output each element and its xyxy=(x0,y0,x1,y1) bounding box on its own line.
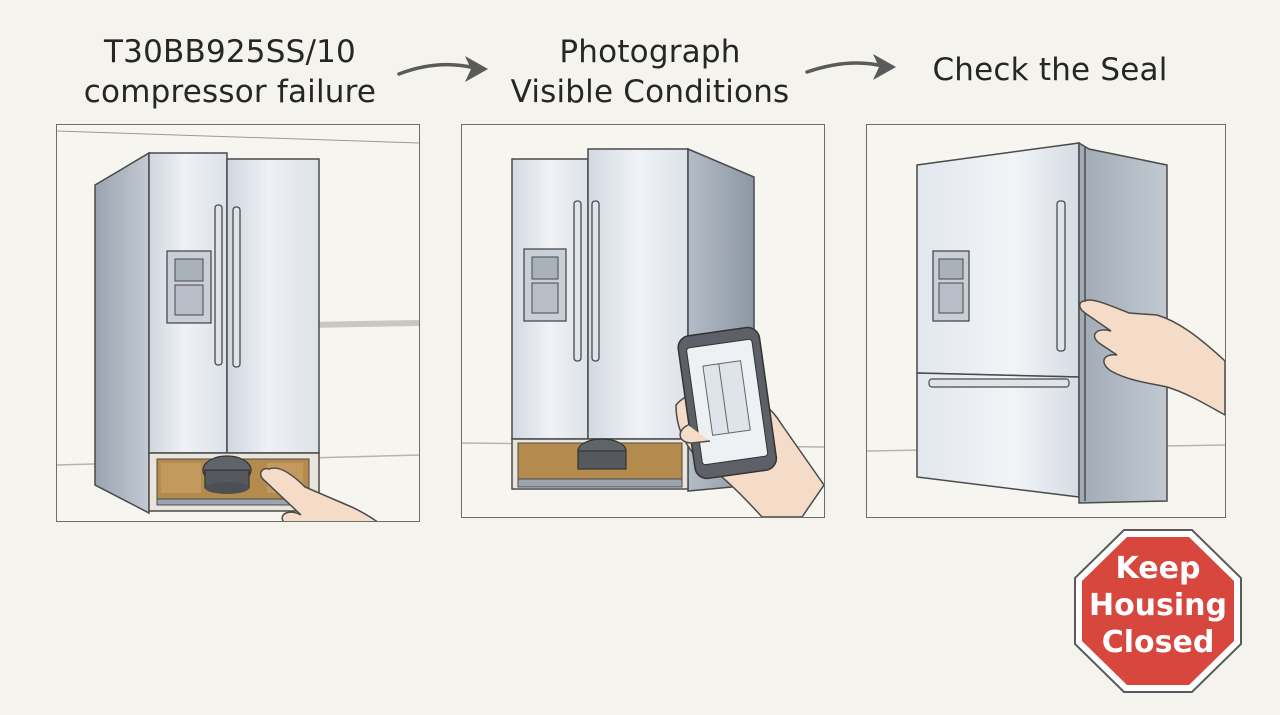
step-3-panel xyxy=(866,124,1226,518)
compressor-illustration xyxy=(202,455,252,494)
step-1-heading-line-1: T30BB925SS/10 xyxy=(104,34,356,70)
refrigerator-illustration xyxy=(462,147,824,517)
compressor-illustration xyxy=(577,438,627,470)
hand-pointing-illustration xyxy=(1079,299,1225,416)
step-1-heading-line-2: compressor failure xyxy=(83,74,377,110)
warning-sign-line-1: Keep xyxy=(1115,551,1201,586)
step-2-panel xyxy=(461,124,825,518)
step-1-panel xyxy=(56,124,420,522)
step-1-heading: T30BB925SS/10 compressor failure xyxy=(70,32,390,112)
step-2-heading-line-1: Photograph xyxy=(559,34,741,70)
arrow-right-icon xyxy=(803,45,899,87)
warning-sign-text: Keep Housing Closed xyxy=(1072,550,1244,661)
step-3-heading: Check the Seal xyxy=(905,50,1195,90)
refrigerator-illustration xyxy=(57,130,419,521)
warning-sign-line-3: Closed xyxy=(1101,625,1215,660)
refrigerator-illustration xyxy=(867,141,1225,504)
step-2-heading: Photograph Visible Conditions xyxy=(490,32,810,112)
step-3-heading-line-1: Check the Seal xyxy=(932,52,1168,88)
step-2-heading-line-2: Visible Conditions xyxy=(510,74,790,110)
stop-sign-icon xyxy=(1072,527,1244,695)
warning-sign-line-2: Housing xyxy=(1088,588,1228,623)
arrow-right-icon xyxy=(395,48,491,90)
hand-pointing-illustration xyxy=(259,467,378,521)
